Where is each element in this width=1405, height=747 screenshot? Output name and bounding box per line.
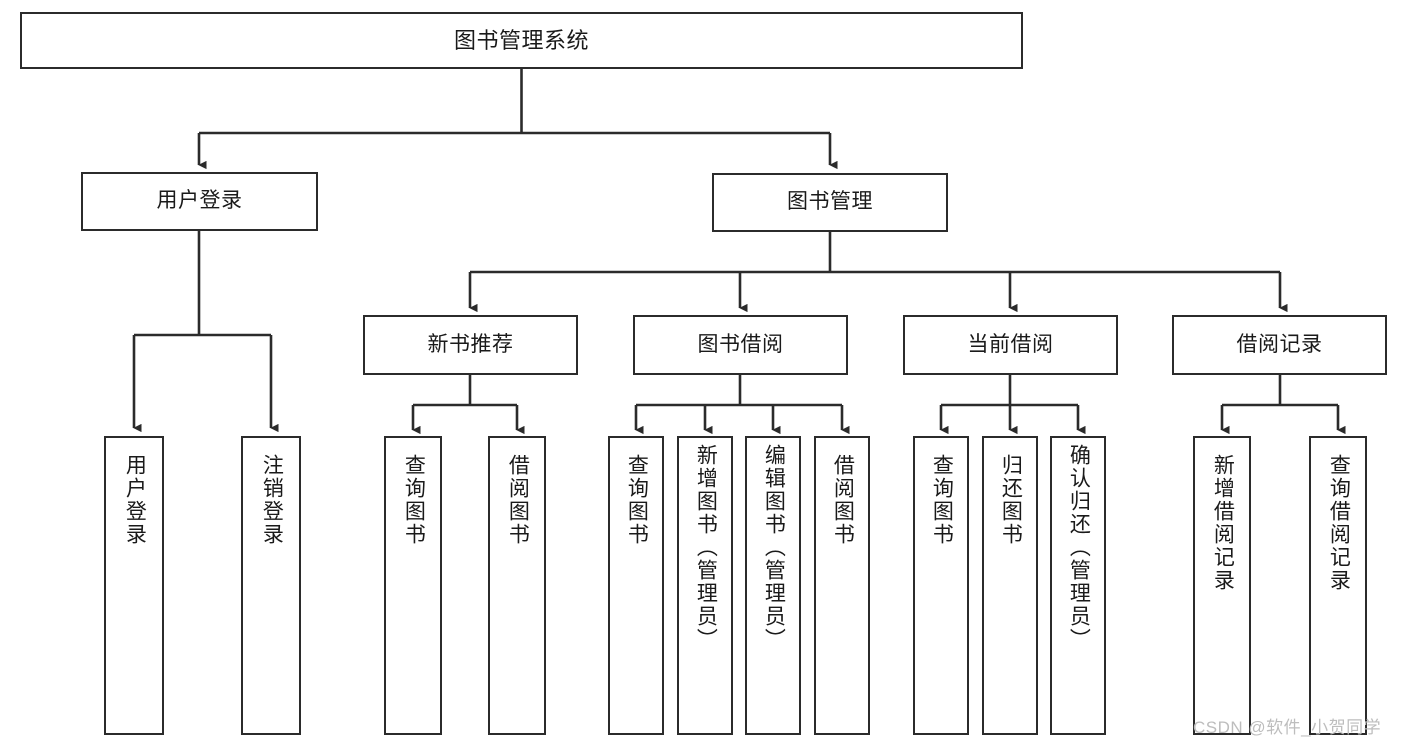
leaf-cb-confirm-return-admin[interactable]: 确认归还（管理员）: [1050, 436, 1106, 735]
node-label: 图书借阅: [697, 332, 784, 356]
leaf-nb-query-book[interactable]: 查询图书: [384, 436, 442, 735]
leaf-cb-return-book[interactable]: 归还图书: [982, 436, 1038, 735]
node-new-book-recommend[interactable]: 新书推荐: [363, 315, 578, 375]
node-label: 借阅图书: [831, 454, 855, 546]
csdn-watermark: CSDN @软件_小贺同学: [1193, 718, 1382, 737]
node-book-borrow[interactable]: 图书借阅: [633, 315, 848, 375]
node-label: 图书管理系统: [453, 27, 589, 53]
leaf-bb-add-book-admin[interactable]: 新增图书（管理员）: [677, 436, 733, 735]
leaf-br-query-record[interactable]: 查询借阅记录: [1309, 436, 1367, 735]
leaf-logout[interactable]: 注销登录: [241, 436, 301, 735]
node-label: 新书推荐: [427, 332, 514, 356]
node-label: 查询借阅记录: [1327, 454, 1351, 592]
node-label: 借阅图书: [506, 454, 530, 546]
node-label: 新增借阅记录: [1211, 454, 1235, 592]
leaf-br-add-record[interactable]: 新增借阅记录: [1193, 436, 1251, 735]
node-book-management-system[interactable]: 图书管理系统: [20, 12, 1023, 69]
node-user-login[interactable]: 用户登录: [81, 172, 318, 231]
node-label: 查询图书: [625, 454, 649, 546]
node-label: 归还图书: [999, 454, 1023, 546]
node-label: 新增图书（管理员）: [694, 444, 718, 651]
node-label: 借阅记录: [1236, 332, 1323, 356]
node-label: 查询图书: [930, 454, 954, 546]
node-book-management[interactable]: 图书管理: [712, 173, 948, 232]
leaf-cb-query-book[interactable]: 查询图书: [913, 436, 969, 735]
node-label: 编辑图书（管理员）: [762, 444, 786, 651]
node-current-borrow[interactable]: 当前借阅: [903, 315, 1118, 375]
node-label: 图书管理: [787, 190, 873, 214]
node-label: 用户登录: [123, 454, 147, 546]
node-label: 当前借阅: [967, 332, 1054, 356]
leaf-nb-borrow-book[interactable]: 借阅图书: [488, 436, 546, 735]
leaf-bb-edit-book-admin[interactable]: 编辑图书（管理员）: [745, 436, 801, 735]
leaf-user-login[interactable]: 用户登录: [104, 436, 164, 735]
node-label: 查询图书: [402, 454, 426, 546]
node-borrow-record[interactable]: 借阅记录: [1172, 315, 1387, 375]
node-label: 确认归还（管理员）: [1067, 444, 1091, 651]
node-label: 用户登录: [156, 189, 243, 213]
leaf-bb-borrow-book[interactable]: 借阅图书: [814, 436, 870, 735]
node-label: 注销登录: [260, 454, 284, 546]
leaf-bb-query-book[interactable]: 查询图书: [608, 436, 664, 735]
